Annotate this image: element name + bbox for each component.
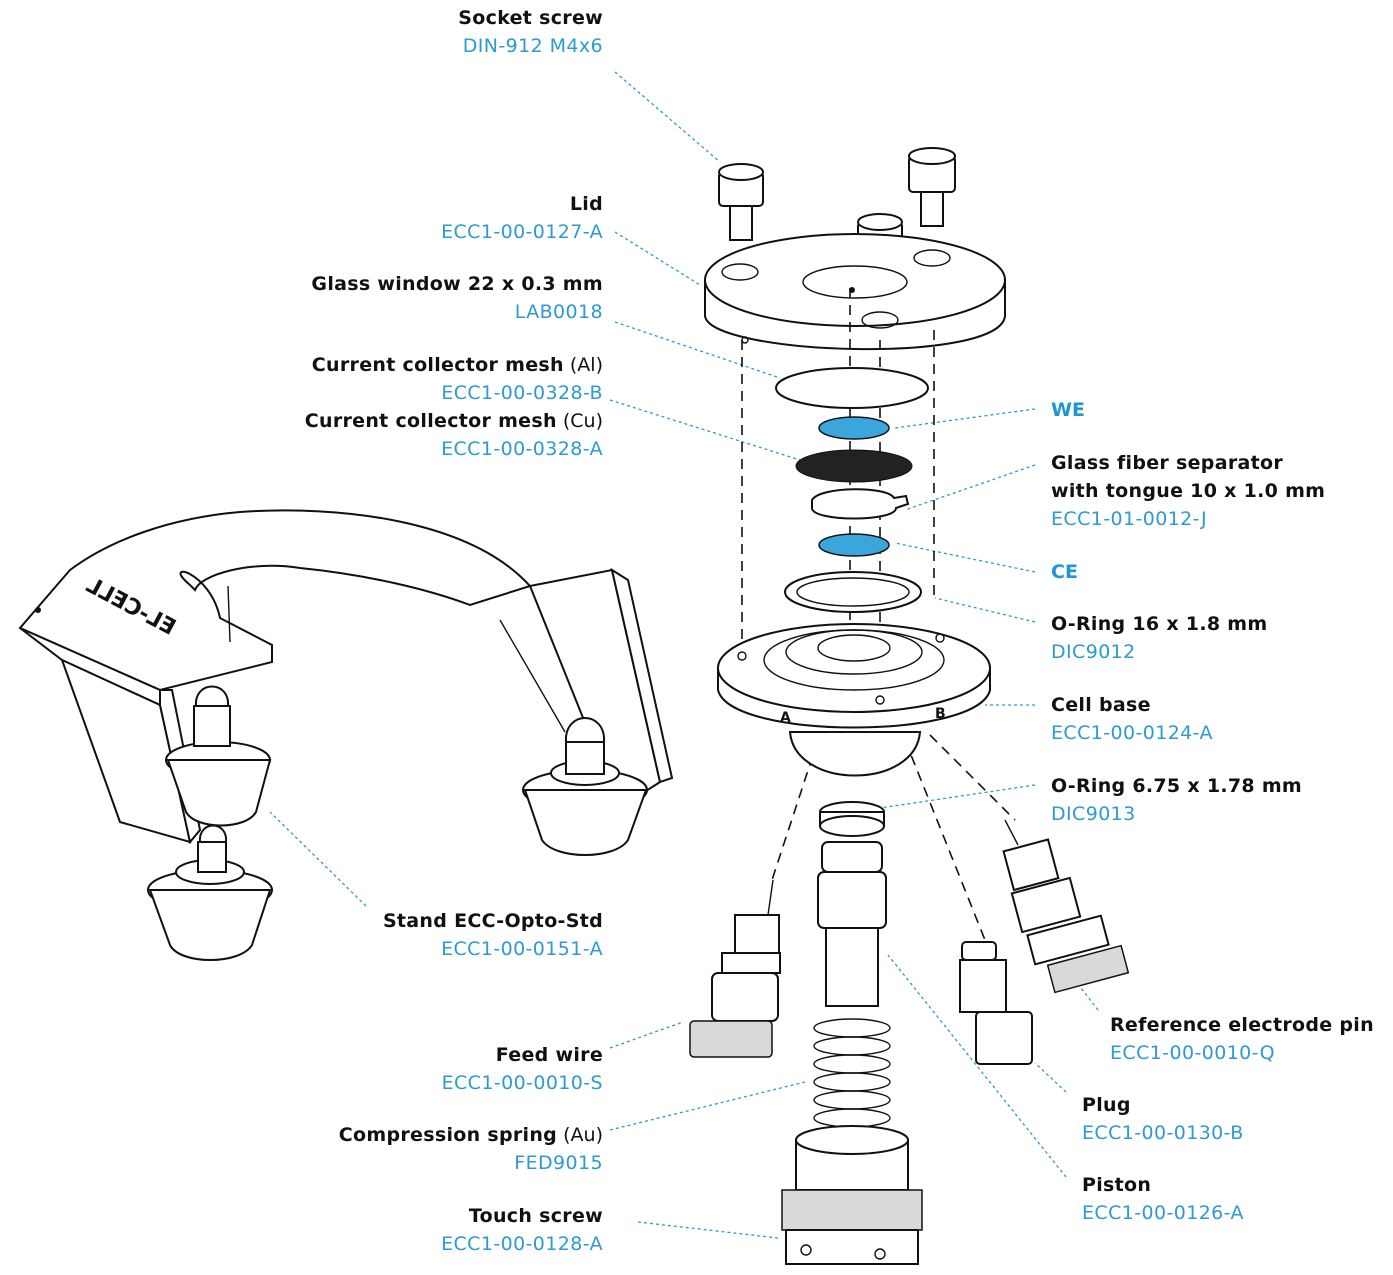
mesh-cu-code: ECC1-00-0328-A bbox=[441, 438, 603, 460]
label-ref-pin: Reference electrode pin ECC1-00-0010-Q bbox=[1110, 1011, 1374, 1067]
oring-16-name: O-Ring 16 x 1.8 mm bbox=[1051, 613, 1268, 635]
glass-window-name: Glass window 22 x 0.3 mm bbox=[311, 273, 603, 295]
ref-pin-code: ECC1-00-0010-Q bbox=[1110, 1042, 1275, 1064]
label-mesh-al: Current collector mesh (Al) ECC1-00-0328… bbox=[312, 351, 603, 407]
oring-675-name: O-Ring 6.75 x 1.78 mm bbox=[1051, 775, 1303, 797]
spring-name: Compression spring bbox=[338, 1124, 558, 1146]
spring-code: FED9015 bbox=[514, 1152, 603, 1174]
lid-drawing bbox=[704, 233, 1006, 351]
label-we: WE bbox=[1051, 396, 1085, 424]
separator-name-line2: with tongue 10 x 1.0 mm bbox=[1051, 480, 1326, 502]
cell-base-drawing: A B bbox=[717, 623, 991, 777]
label-feed-wire: Feed wire ECC1-00-0010-S bbox=[442, 1041, 603, 1097]
stand-drawing: EL-CELL bbox=[18, 509, 674, 961]
socket-screw-code: DIN-912 M4x6 bbox=[462, 35, 603, 57]
stand-code: ECC1-00-0151-A bbox=[441, 938, 603, 960]
feed-wire-name: Feed wire bbox=[495, 1044, 603, 1066]
we-tag: WE bbox=[1051, 399, 1085, 421]
plug-name: Plug bbox=[1082, 1094, 1131, 1116]
stand-name: Stand ECC-Opto-Std bbox=[382, 910, 603, 932]
feed-wire-drawing bbox=[689, 879, 781, 1058]
label-oring-675: O-Ring 6.75 x 1.78 mm DIC9013 bbox=[1051, 772, 1302, 828]
lid-name: Lid bbox=[569, 193, 603, 215]
mesh-al-code: ECC1-00-0328-B bbox=[441, 382, 603, 404]
ref-pin-name: Reference electrode pin bbox=[1110, 1014, 1374, 1036]
counter-electrode-disc bbox=[818, 533, 890, 557]
leader-lines bbox=[269, 71, 1099, 1239]
feed-wire-code: ECC1-00-0010-S bbox=[441, 1072, 603, 1094]
label-mesh-cu: Current collector mesh (Cu) ECC1-00-0328… bbox=[305, 407, 603, 463]
stand-foot-rear bbox=[165, 685, 272, 827]
lower-column-drawing bbox=[781, 801, 923, 1265]
oring-675-code: DIC9013 bbox=[1051, 803, 1136, 825]
label-touch-screw: Touch screw ECC1-00-0128-A bbox=[441, 1202, 603, 1258]
base-mark-a: A bbox=[780, 710, 791, 726]
label-stand: Stand ECC-Opto-Std ECC1-00-0151-A bbox=[383, 907, 603, 963]
label-plug: Plug ECC1-00-0130-B bbox=[1082, 1091, 1244, 1147]
spring-note: (Au) bbox=[563, 1124, 603, 1146]
working-electrode-disc bbox=[818, 416, 890, 440]
separator-name-line1: Glass fiber separator bbox=[1051, 452, 1284, 474]
lid-code: ECC1-00-0127-A bbox=[441, 221, 603, 243]
touch-screw-code: ECC1-00-0128-A bbox=[441, 1233, 603, 1255]
label-socket-screw: Socket screw DIN-912 M4x6 bbox=[458, 4, 603, 60]
spring bbox=[813, 1018, 891, 1128]
touch-screw-name: Touch screw bbox=[468, 1205, 603, 1227]
mesh-al-note: (Al) bbox=[569, 354, 603, 376]
current-collector-mesh bbox=[795, 449, 913, 483]
separator-code: ECC1-01-0012-J bbox=[1051, 508, 1207, 530]
mesh-cu-name: Current collector mesh bbox=[304, 410, 557, 432]
label-separator: Glass fiber separator with tongue 10 x 1… bbox=[1051, 449, 1325, 533]
glass-window-code: LAB0018 bbox=[514, 301, 603, 323]
reference-pin-drawing bbox=[1002, 819, 1130, 994]
label-spring: Compression spring (Au) FED9015 bbox=[339, 1121, 603, 1177]
label-glass-window: Glass window 22 x 0.3 mm LAB0018 bbox=[311, 270, 603, 326]
piston-code: ECC1-00-0126-A bbox=[1082, 1202, 1244, 1224]
label-lid: Lid ECC1-00-0127-A bbox=[441, 190, 603, 246]
stand-foot-right bbox=[522, 717, 648, 856]
plug-drawing bbox=[959, 941, 1033, 1065]
label-piston: Piston ECC1-00-0126-A bbox=[1082, 1171, 1244, 1227]
base-mark-b: B bbox=[935, 706, 946, 722]
label-cell-base: Cell base ECC1-00-0124-A bbox=[1051, 691, 1213, 747]
ce-tag: CE bbox=[1051, 561, 1078, 583]
cell-stack-drawing bbox=[775, 367, 929, 613]
plug-code: ECC1-00-0130-B bbox=[1082, 1122, 1244, 1144]
mesh-al-name: Current collector mesh bbox=[311, 354, 564, 376]
oring-16-code: DIC9012 bbox=[1051, 641, 1136, 663]
cell-base-name: Cell base bbox=[1051, 694, 1151, 716]
mesh-cu-note: (Cu) bbox=[562, 410, 603, 432]
label-ce: CE bbox=[1051, 558, 1078, 586]
socket-screw-name: Socket screw bbox=[458, 7, 603, 29]
label-oring-16: O-Ring 16 x 1.8 mm DIC9012 bbox=[1051, 610, 1267, 666]
piston-name: Piston bbox=[1082, 1174, 1152, 1196]
assembly-guides bbox=[741, 288, 1016, 941]
cell-base-code: ECC1-00-0124-A bbox=[1051, 722, 1213, 744]
stand-foot-front bbox=[147, 824, 273, 961]
